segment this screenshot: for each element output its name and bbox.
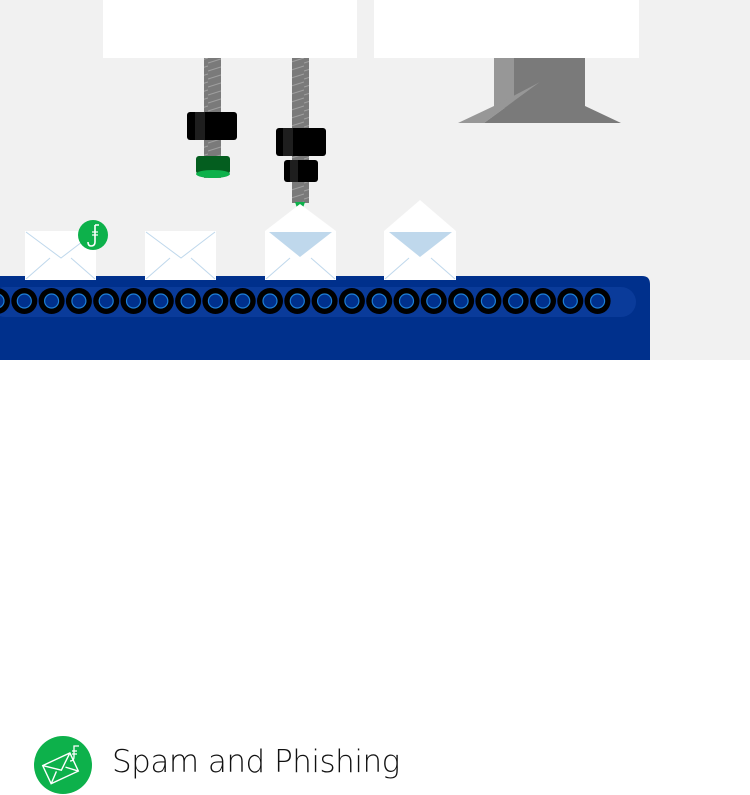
roller-hub bbox=[262, 293, 278, 309]
roller-hub bbox=[207, 293, 223, 309]
scanner-arm-middle bbox=[276, 58, 326, 213]
scene-graphics bbox=[0, 58, 650, 360]
roller-hub bbox=[398, 293, 415, 309]
roller-hub bbox=[0, 294, 5, 308]
roller-hub bbox=[289, 293, 305, 309]
roller-hub bbox=[480, 293, 496, 309]
roller-hub bbox=[235, 293, 251, 309]
roller-hub bbox=[562, 293, 578, 309]
roller-hub bbox=[426, 293, 442, 309]
fishing-hook-badge-icon bbox=[78, 220, 108, 250]
roller-hub bbox=[371, 293, 387, 309]
roller-hub bbox=[317, 293, 333, 309]
caption-bar: Spam and Phishing bbox=[0, 360, 750, 794]
roller-hub bbox=[508, 293, 524, 309]
roller-hub bbox=[71, 293, 87, 309]
stamp-arm-left bbox=[187, 58, 237, 178]
vacuum-hood-right bbox=[458, 58, 621, 123]
roller-hub bbox=[125, 293, 142, 309]
roller-hub bbox=[535, 293, 551, 309]
envelope-open-scanned bbox=[265, 204, 336, 280]
roller-hub bbox=[98, 293, 114, 309]
roller-hub bbox=[344, 293, 360, 309]
roller-hub bbox=[180, 293, 196, 309]
caption-title: Spam and Phishing bbox=[112, 744, 400, 780]
machine-panel-right bbox=[374, 0, 639, 58]
envelope-closed bbox=[145, 231, 216, 280]
conveyor-belt bbox=[0, 276, 650, 360]
roller-hub bbox=[589, 293, 606, 309]
roller bbox=[0, 288, 10, 314]
roller-hub bbox=[453, 293, 469, 309]
roller-hub bbox=[153, 293, 169, 309]
roller-hub bbox=[43, 293, 60, 309]
roller-hub bbox=[16, 293, 32, 309]
machine-panel-left bbox=[103, 0, 357, 58]
phishing-email-icon bbox=[34, 736, 92, 794]
envelope-open bbox=[384, 200, 456, 280]
illustration-scene bbox=[0, 0, 750, 360]
